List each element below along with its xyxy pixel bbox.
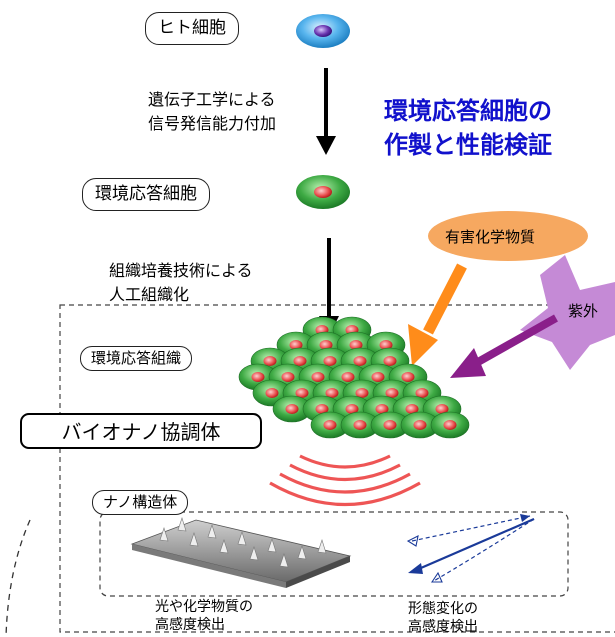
human-cell-label: ヒト細胞 bbox=[145, 12, 239, 45]
caption2-line1: 形態変化の bbox=[408, 601, 478, 617]
harmful-chemical-badge bbox=[428, 211, 588, 261]
tissue-cell bbox=[400, 411, 440, 439]
uv-star-icon bbox=[520, 255, 615, 370]
human-cell-icon bbox=[296, 14, 350, 48]
bio-nano-region bbox=[59, 304, 615, 633]
deformation-caption: 形態変化の 高感度検出 bbox=[408, 600, 478, 636]
nano-structure-label: ナノ構造体 bbox=[92, 490, 189, 515]
title-line1: 環境応答細胞の bbox=[384, 97, 552, 125]
harmful-chemical-label: 有害化学物質 bbox=[445, 228, 536, 246]
responsive-tissue-label: 環境応答組織 bbox=[80, 346, 193, 371]
step1-line1: 遺伝子工学による bbox=[148, 90, 276, 109]
nano-plate-icon bbox=[130, 517, 352, 588]
deformation-arrow-icon bbox=[406, 514, 535, 583]
caption1-line1: 光や化学物質の bbox=[155, 599, 253, 615]
uv-label: 紫外 bbox=[568, 302, 599, 320]
light-chemical-caption: 光や化学物質の 高感度検出 bbox=[155, 598, 253, 634]
diagram-title: 環境応答細胞の 作製と性能検証 bbox=[384, 94, 552, 162]
caption2-line2: 高感度検出 bbox=[408, 619, 478, 635]
tissue-cell bbox=[430, 411, 470, 439]
responsive-cell-icon bbox=[296, 175, 350, 209]
step2-line1: 組織培養技術による bbox=[109, 261, 253, 280]
tissue-culture-step: 組織培養技術による 人工組織化 bbox=[109, 259, 253, 307]
step1-line2: 信号発信能力付加 bbox=[148, 114, 277, 133]
cell-tissue-cluster bbox=[238, 316, 470, 439]
step2-line2: 人工組織化 bbox=[109, 285, 190, 304]
caption1-line2: 高感度検出 bbox=[155, 617, 225, 633]
genetic-engineering-step: 遺伝子工学による 信号発信能力付加 bbox=[148, 88, 276, 136]
bio-nano-label: バイオナノ協調体 bbox=[20, 413, 262, 449]
outer-dashed-arc bbox=[5, 519, 31, 637]
tissue-cell bbox=[310, 411, 350, 439]
tissue-cell bbox=[370, 411, 410, 439]
uv-arrow bbox=[450, 314, 558, 378]
flow-arrow-1 bbox=[316, 68, 336, 155]
title-line2: 作製と性能検証 bbox=[384, 131, 552, 159]
nano-structure-region bbox=[99, 511, 569, 597]
signal-wave-icon bbox=[269, 454, 421, 506]
responsive-cell-label: 環境応答細胞 bbox=[82, 178, 210, 211]
tissue-cell bbox=[340, 411, 380, 439]
chemical-arrow bbox=[408, 263, 467, 366]
